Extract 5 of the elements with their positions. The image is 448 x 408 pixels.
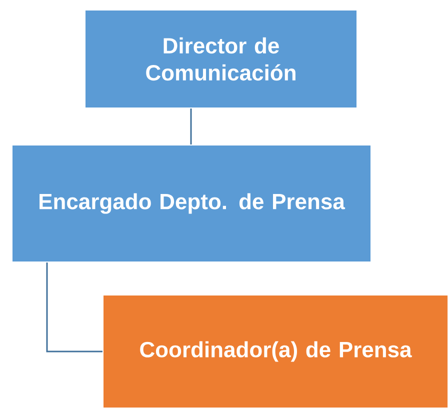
connector-line — [46, 262, 102, 352]
connector-line — [190, 108, 192, 144]
org-box: Director de Comunicación — [84, 10, 358, 108]
org-box: Coordinador(a) de Prensa — [102, 294, 448, 408]
org-box: Encargado Depto. de Prensa — [12, 144, 372, 262]
